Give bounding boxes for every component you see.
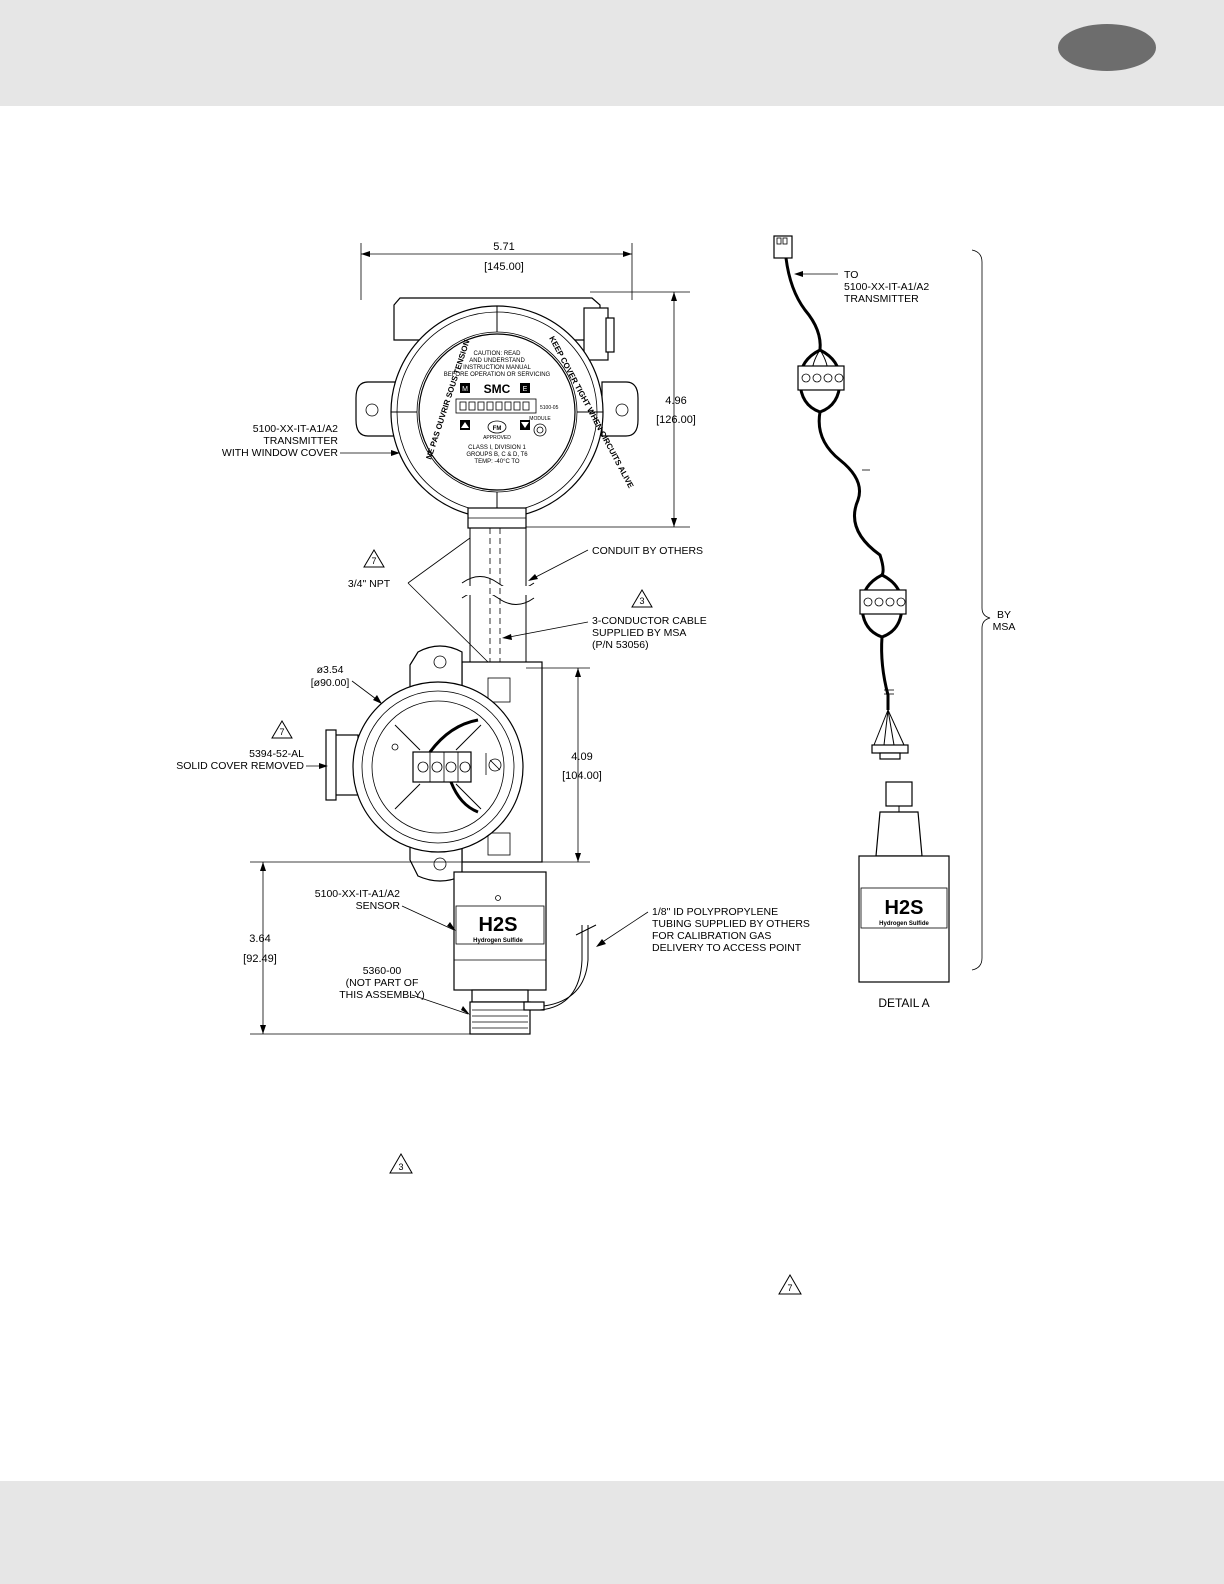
junction-height-value: 4.09: [571, 751, 592, 763]
svg-text:THIS ASSEMBLY): THIS ASSEMBLY): [339, 989, 425, 1001]
sensor-height-value: 3.64: [249, 933, 270, 945]
class-line-1: CLASS I, DIVISION 1: [468, 445, 526, 451]
model-text: 5100-05: [540, 405, 559, 411]
module-text: MODULE: [529, 416, 551, 422]
solid-cover-callout: 7 5394-52-AL SOLID COVER REMOVED: [176, 720, 328, 772]
sensor-callout: 5100-XX-IT-A1/A2 SENSOR: [315, 888, 456, 931]
to-transmitter-callout: TO 5100-XX-IT-A1/A2 TRANSMITTER: [794, 269, 929, 305]
svg-text:MSA: MSA: [993, 621, 1016, 633]
transmitter-housing: NE PAS OUVRIR SOUS TENSION KEEP COVER TI…: [355, 297, 639, 529]
width-mm-value: [145.00]: [484, 261, 524, 273]
note-7-marker: 7: [778, 1274, 802, 1295]
header-band: [0, 0, 1224, 106]
m-key-label: M: [462, 386, 468, 393]
note-3-marker: 3: [389, 1153, 413, 1174]
junction-dia-value: ø3.54: [317, 664, 344, 676]
svg-text:TRANSMITTER: TRANSMITTER: [263, 435, 338, 447]
svg-text:SUPPLIED BY MSA: SUPPLIED BY MSA: [592, 627, 686, 639]
svg-text:7: 7: [279, 727, 284, 737]
sensor-height-dimension: 3.64 [92.49]: [243, 861, 470, 1035]
tubing-callout: 1/8" ID POLYPROPYLENE TUBING SUPPLIED BY…: [596, 906, 810, 954]
svg-text:BY: BY: [997, 609, 1011, 621]
page-tab-marker: [1058, 24, 1156, 71]
conduit-callout: CONDUIT BY OTHERS: [528, 545, 703, 581]
svg-text:3: 3: [639, 596, 644, 606]
sensor-height-mm-value: [92.49]: [243, 953, 277, 965]
svg-text:3-CONDUCTOR CABLE: 3-CONDUCTOR CABLE: [592, 615, 707, 627]
junction-dia-callout: ø3.54 [ø90.00]: [311, 664, 382, 704]
conduit-label: CONDUIT BY OTHERS: [592, 545, 703, 557]
svg-text:TUBING SUPPLIED BY OTHERS: TUBING SUPPLIED BY OTHERS: [652, 918, 810, 930]
not-part-callout: 5360-00 (NOT PART OF THIS ASSEMBLY): [339, 965, 470, 1015]
detail-sensor-name: Hydrogen Sulfide: [879, 921, 929, 927]
fm-mark: FM: [493, 426, 502, 432]
ground-screw: [488, 758, 502, 772]
h2s-sensor: H2S Hydrogen Sulfide: [453, 871, 597, 1035]
m-key-button: [460, 383, 470, 393]
e-key-button: [520, 383, 530, 393]
approved-text: APPROVED: [483, 435, 511, 441]
junction-height-mm-value: [104.00]: [562, 770, 602, 782]
detail-a-cable-assembly: H2S Hydrogen Sulfide DETAIL A: [773, 235, 950, 1010]
junction-box: [325, 645, 543, 882]
npt-callout: 7 3/4" NPT: [348, 537, 489, 663]
connector-plug: [773, 235, 793, 259]
transmitter-height-dimension: 4.96 [126.00]: [515, 291, 696, 528]
transmitter-callout: 5100-XX-IT-A1/A2 TRANSMITTER WITH WINDOW…: [222, 423, 400, 459]
lcd-display: [455, 398, 537, 414]
svg-text:SOLID COVER REMOVED: SOLID COVER REMOVED: [176, 760, 304, 772]
svg-text:(P/N 53056): (P/N 53056): [592, 639, 649, 651]
note7-triangle-2: [271, 720, 293, 739]
conduit: [461, 528, 535, 662]
svg-text:(NOT PART OF: (NOT PART OF: [346, 977, 419, 989]
note3-triangle: [631, 589, 653, 608]
svg-text:TRANSMITTER: TRANSMITTER: [844, 293, 919, 305]
note7-triangle: [363, 549, 385, 568]
transmitter-height-mm-value: [126.00]: [656, 414, 696, 426]
svg-text:5360-00: 5360-00: [363, 965, 402, 977]
svg-text:5100-XX-IT-A1/A2: 5100-XX-IT-A1/A2: [253, 423, 338, 435]
svg-text:7: 7: [371, 556, 376, 566]
caution-line-4: BEFORE OPERATION OR SERVICING: [444, 372, 551, 378]
caution-line-3: INSTRUCTION MANUAL: [463, 365, 531, 371]
svg-text:DELIVERY TO ACCESS POINT: DELIVERY TO ACCESS POINT: [652, 942, 802, 954]
svg-text:5100-XX-IT-A1/A2: 5100-XX-IT-A1/A2: [844, 281, 929, 293]
width-value: 5.71: [493, 241, 514, 253]
svg-text:5394-52-AL: 5394-52-AL: [249, 748, 304, 760]
svg-text:FOR CALIBRATION GAS: FOR CALIBRATION GAS: [652, 930, 771, 942]
detail-sensor-formula: H2S: [885, 897, 924, 919]
caution-line-2: AND UNDERSTAND: [469, 358, 525, 364]
svg-text:SENSOR: SENSOR: [356, 900, 401, 912]
caution-line-1: CAUTION: READ: [473, 351, 521, 357]
svg-text:WITH WINDOW COVER: WITH WINDOW COVER: [222, 447, 338, 459]
sensor-formula: H2S: [479, 914, 518, 936]
cable-callout: 3 3-CONDUCTOR CABLE SUPPLIED BY MSA (P/N…: [502, 589, 707, 651]
npt-label: 3/4" NPT: [348, 578, 391, 590]
svg-text:7: 7: [787, 1283, 792, 1293]
svg-text:TO: TO: [844, 269, 858, 281]
svg-text:3: 3: [398, 1162, 403, 1172]
by-msa-bracket: BY MSA: [971, 249, 1016, 971]
detail-a-label: DETAIL A: [878, 996, 929, 1010]
junction-height-dimension: 4.09 [104.00]: [410, 667, 602, 863]
svg-text:5100-XX-IT-A1/A2: 5100-XX-IT-A1/A2: [315, 888, 400, 900]
module-emblem: [533, 423, 547, 437]
smc-logo: SMC: [484, 382, 511, 396]
e-key-label: E: [523, 386, 528, 393]
class-line-3: TEMP: -40°C TO: [474, 459, 520, 465]
class-line-2: GROUPS B, C & D, T6: [466, 452, 528, 458]
width-dimension: 5.71 [145.00]: [360, 241, 633, 300]
footer-band: [0, 1481, 1224, 1584]
sensor-name: Hydrogen Sulfide: [473, 938, 523, 944]
transmitter-height-value: 4.96: [665, 395, 686, 407]
svg-text:1/8" ID POLYPROPYLENE: 1/8" ID POLYPROPYLENE: [652, 906, 778, 918]
junction-dia-mm-value: [ø90.00]: [311, 677, 350, 689]
